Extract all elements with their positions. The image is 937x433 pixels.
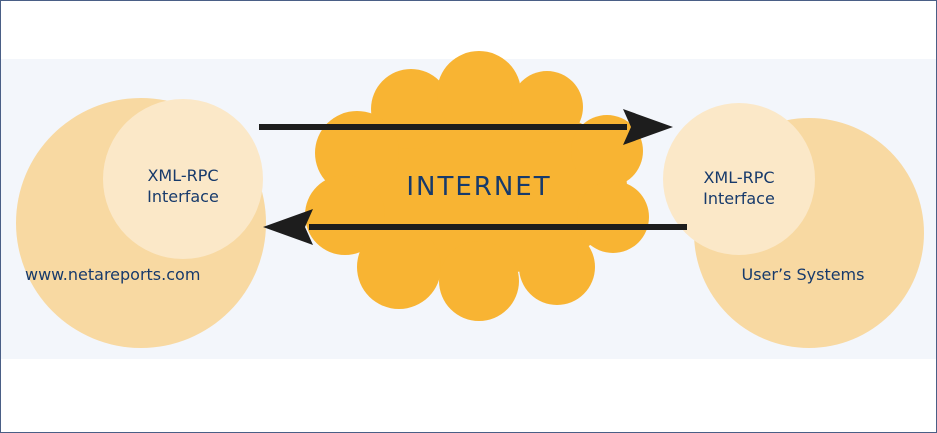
- arrow-to-netareports: [263, 209, 687, 245]
- right-interface-circle: [663, 103, 815, 255]
- right-system-label: User’s Systems: [741, 265, 865, 284]
- left-interface-circle: [103, 99, 263, 259]
- left-interface-label-line2: Interface: [147, 187, 219, 206]
- internet-label: INTERNET: [406, 172, 552, 202]
- right-interface-label-line1: XML-RPC: [703, 168, 775, 187]
- right-interface-label-line2: Interface: [703, 189, 775, 208]
- left-site-label: www.netareports.com: [25, 265, 201, 284]
- left-interface-label-line1: XML-RPC: [147, 166, 219, 185]
- arrow-to-users-system: [259, 109, 673, 145]
